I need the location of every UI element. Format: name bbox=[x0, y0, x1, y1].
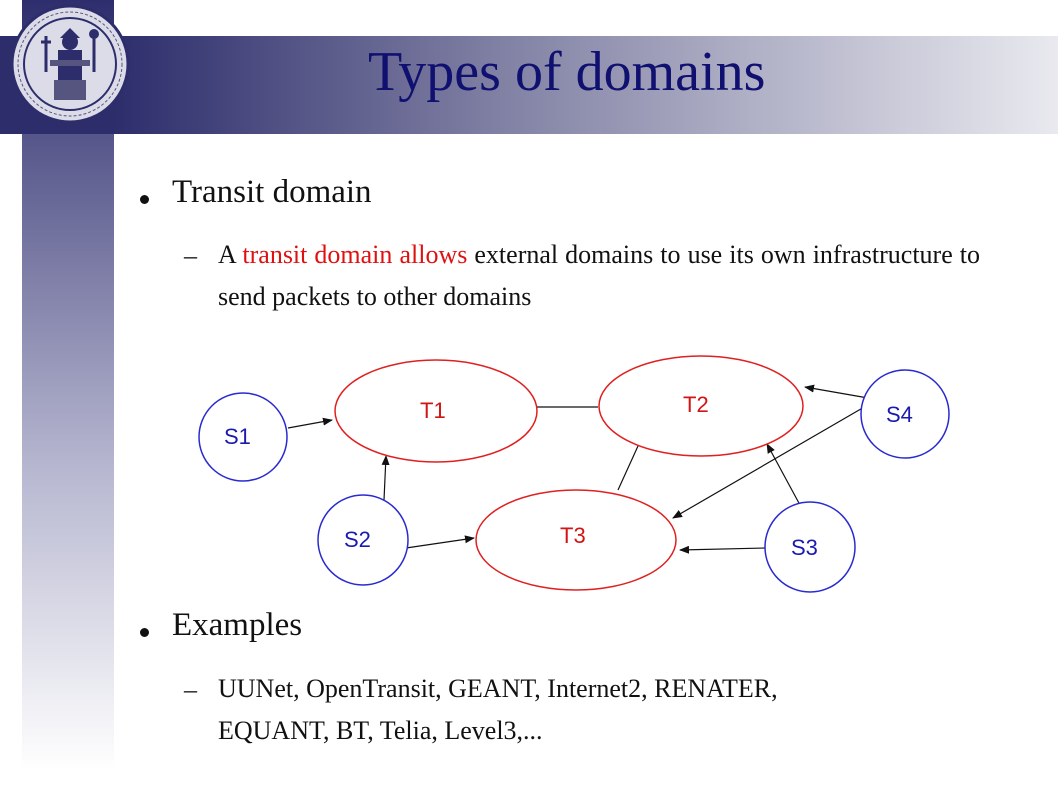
university-seal-icon bbox=[10, 4, 130, 124]
link-s1-t1 bbox=[287, 417, 333, 429]
bullet-dot bbox=[140, 628, 149, 637]
bullet-examples: Examples bbox=[172, 607, 303, 643]
link-s4-t3 bbox=[672, 405, 867, 519]
node-t3 bbox=[475, 489, 677, 591]
bullet-transit-domain: Transit domain bbox=[172, 174, 372, 210]
sub-bullet-dash: – bbox=[184, 675, 197, 704]
definition-part-2: external domains to use its own infrastr… bbox=[218, 240, 981, 311]
transit-definition: A transit domain allows external domains… bbox=[218, 234, 980, 318]
node-t2 bbox=[598, 355, 804, 457]
label-s4: S4 bbox=[886, 402, 913, 427]
node-s4 bbox=[860, 369, 950, 459]
label-t3: T3 bbox=[560, 523, 586, 548]
link-t2-t3 bbox=[617, 445, 639, 491]
label-s2: S2 bbox=[344, 527, 371, 552]
label-t1: T1 bbox=[420, 398, 446, 423]
node-t1 bbox=[334, 359, 538, 463]
definition-highlight: transit domain allows bbox=[242, 240, 468, 269]
definition-part-1: A bbox=[218, 240, 243, 269]
link-s2-t3 bbox=[405, 535, 475, 549]
label-s1: S1 bbox=[224, 424, 251, 449]
link-s3-t3 bbox=[679, 545, 766, 554]
node-s2 bbox=[317, 494, 409, 586]
title-band bbox=[114, 36, 1058, 134]
examples-line-1: UUNet, OpenTransit, GEANT, Internet2, RE… bbox=[218, 674, 778, 703]
sub-bullet-dash: – bbox=[184, 241, 197, 270]
slide-title: Types of domains bbox=[368, 41, 766, 103]
label-t2: T2 bbox=[683, 392, 709, 417]
link-s3-t2 bbox=[766, 443, 801, 506]
link-s2-t1 bbox=[381, 455, 390, 501]
node-s3 bbox=[764, 501, 856, 593]
examples-line-2: EQUANT, BT, Telia, Level3,... bbox=[218, 716, 543, 745]
link-s4-t2 bbox=[804, 384, 869, 399]
node-s1 bbox=[198, 392, 288, 482]
bullet-dot bbox=[140, 195, 149, 204]
label-s3: S3 bbox=[791, 535, 818, 560]
